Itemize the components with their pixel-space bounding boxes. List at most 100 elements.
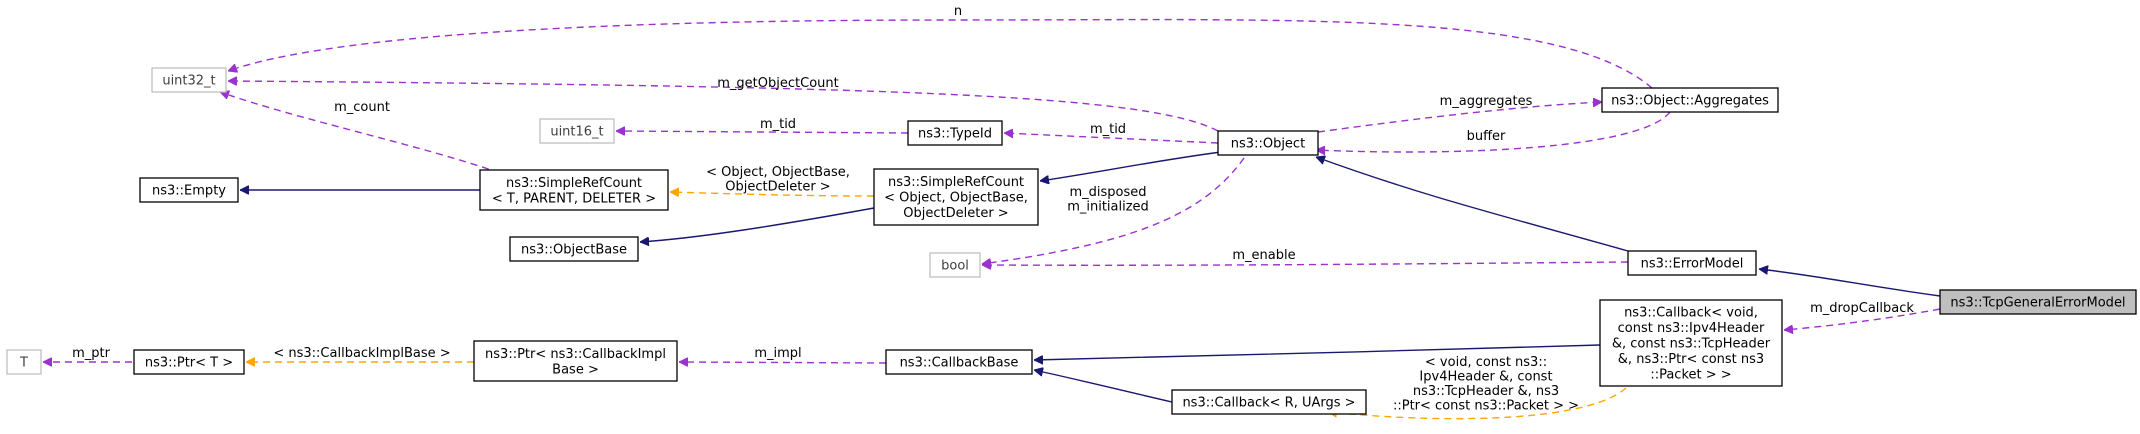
class-node-label-line: < T, PARENT, DELETER > [492, 191, 656, 206]
class-node-box [873, 168, 1039, 226]
class-node-callback-generic[interactable]: ns3::Callback< R, UArgs > [1171, 389, 1367, 415]
edge-label-m-tid-object: m_tid [1090, 122, 1126, 137]
class-node-box [1171, 389, 1367, 415]
edge-label-n: n [954, 4, 962, 19]
class-node-box [1627, 250, 1757, 276]
inherit-callback-specialized-to-base [1034, 344, 1601, 360]
class-node-uint32-t[interactable]: uint32_t [151, 67, 227, 93]
class-node-label-line: bool [941, 259, 969, 274]
class-node-label-line: ns3::SimpleRefCount [888, 175, 1024, 190]
class-node-tcp-general-error-model[interactable]: ns3::TcpGeneralErrorModel [1939, 289, 2137, 315]
class-node-error-model[interactable]: ns3::ErrorModel [1627, 250, 1757, 276]
usage-aggregates-buffer-to-object [1316, 111, 1671, 152]
class-node-label-line: ns3::CallbackBase [900, 356, 1019, 371]
class-node-bool[interactable]: bool [929, 252, 981, 278]
usage-tcp-dropcallback [1784, 308, 1941, 330]
edge-label-line: ::Ptr< const ns3::Packet > > [1393, 399, 1579, 414]
edge-label-line: n [954, 4, 962, 19]
class-node-label-line: ns3::ErrorModel [1641, 257, 1744, 272]
edge-label-m-ptr: m_ptr [72, 346, 111, 361]
class-node-box [539, 118, 615, 144]
class-node-object-aggregates[interactable]: ns3::Object::Aggregates [1601, 87, 1779, 113]
edge-label-line: < ns3::CallbackImplBase > [273, 346, 450, 361]
class-node-label-line: < Object, ObjectBase, [884, 191, 1028, 206]
class-node-label-line: &, const ns3::TcpHeader [1612, 337, 1771, 352]
edge-label-line: m_enable [1232, 248, 1295, 263]
class-node-ptr-callbackimplbase[interactable]: ns3::Ptr< ns3::CallbackImplBase > [473, 340, 678, 382]
inherit-simplerefcount-obj-to-object [1040, 151, 1222, 181]
inherit-tcp-to-errormodel [1759, 269, 1941, 297]
template-specialized-to-generic [1328, 387, 1627, 420]
class-node-object[interactable]: ns3::Object [1217, 130, 1319, 156]
class-node-uint16-t[interactable]: uint16_t [539, 118, 615, 144]
class-node-label-line: Base > [552, 362, 599, 377]
class-node-label-line: ns3::SimpleRefCount [506, 176, 642, 191]
edge-label-template-object-args: < Object, ObjectBase,ObjectDeleter > [706, 165, 850, 195]
class-node-box [1599, 299, 1783, 387]
class-node-box [929, 252, 981, 278]
class-node-box [885, 349, 1033, 375]
edge-label-line: m_getObjectCount [717, 76, 838, 91]
usage-object-aggregates [1317, 102, 1602, 133]
class-node-label-line: ns3::Ptr< ns3::CallbackImpl [485, 347, 666, 362]
class-node-box [1217, 130, 1319, 156]
usage-callbackbase-impl-to-ptr [679, 362, 887, 363]
edge-label-m-getobjectcount: m_getObjectCount [717, 76, 838, 91]
class-node-box [139, 177, 239, 203]
inherit-errormodel-to-object [1316, 157, 1629, 252]
class-node-label-line: ObjectDeleter > [903, 206, 1008, 221]
class-node-box [1939, 289, 2137, 315]
class-node-box [133, 349, 245, 375]
class-node-label-line: ns3::Ptr< T > [145, 356, 233, 371]
class-node-typeid[interactable]: ns3::TypeId [907, 120, 1003, 146]
edge-label-line: m_aggregates [1440, 94, 1533, 109]
usage-aggregates-n-to-uint32 [228, 18, 1653, 89]
class-node-label-line: ns3::Callback< void, [1624, 306, 1758, 321]
edge-label-line: m_ptr [72, 346, 111, 361]
template-simplerefcount-obj-to-t [670, 192, 875, 196]
edge-label-m-aggregates: m_aggregates [1440, 94, 1533, 109]
class-node-label-line: uint32_t [162, 74, 215, 89]
class-node-box [151, 67, 227, 93]
edge-label-line: < Object, ObjectBase, [706, 165, 850, 180]
class-node-box [1601, 87, 1779, 113]
class-node-box [479, 169, 669, 211]
class-node-label-line: ns3::Object::Aggregates [1611, 94, 1769, 109]
edge-label-m-count: m_count [334, 100, 390, 115]
edge-label-line: ObjectDeleter > [725, 180, 830, 195]
usage-object-disposed-to-bool [982, 157, 1245, 264]
class-node-label-line: ns3::TypeId [918, 127, 992, 142]
edge-label-line: m_tid [760, 117, 796, 132]
edge-label-line: buffer [1467, 129, 1506, 144]
usage-errormodel-enable-to-bool [982, 262, 1629, 265]
edge-label-line: m_disposed [1069, 185, 1146, 200]
inherit-callback-generic-to-base [1034, 370, 1173, 403]
class-node-label-line: &, ns3::Ptr< const ns3 [1618, 352, 1764, 367]
class-node-objectbase[interactable]: ns3::ObjectBase [509, 236, 639, 262]
edge-label-line: m_dropCallback [1810, 301, 1914, 316]
edge-label-line: m_impl [754, 346, 801, 361]
edge-label-m-enable: m_enable [1232, 248, 1295, 263]
class-node-label-line: ns3::TcpGeneralErrorModel [1950, 296, 2125, 311]
usage-simplerefcount-count-to-uint32 [220, 92, 501, 174]
edge-label-line: Ipv4Header &, const [1419, 370, 1552, 385]
class-node-simplerefcount-t[interactable]: ns3::SimpleRefCount< T, PARENT, DELETER … [479, 169, 669, 211]
edge-label-buffer: buffer [1467, 129, 1506, 144]
class-node-simplerefcount-object[interactable]: ns3::SimpleRefCount< Object, ObjectBase,… [873, 168, 1039, 226]
class-node-callbackbase[interactable]: ns3::CallbackBase [885, 349, 1033, 375]
class-node-box [473, 340, 678, 382]
class-node-callback-specialized[interactable]: ns3::Callback< void,const ns3::Ipv4Heade… [1599, 299, 1783, 387]
class-node-ptr-t[interactable]: ns3::Ptr< T > [133, 349, 245, 375]
class-node-empty[interactable]: ns3::Empty [139, 177, 239, 203]
class-node-label-line: uint16_t [550, 125, 603, 140]
edge-label-line: m_initialized [1067, 200, 1149, 215]
usage-typeid-tid-to-uint16 [616, 131, 909, 133]
class-node-box [6, 349, 42, 375]
usage-object-getobjectcount-to-uint32 [228, 81, 1219, 132]
class-node-label-line: ns3::ObjectBase [521, 243, 627, 258]
class-node-t[interactable]: T [6, 349, 42, 375]
class-node-label-line: ns3::Callback< R, UArgs > [1182, 396, 1355, 411]
